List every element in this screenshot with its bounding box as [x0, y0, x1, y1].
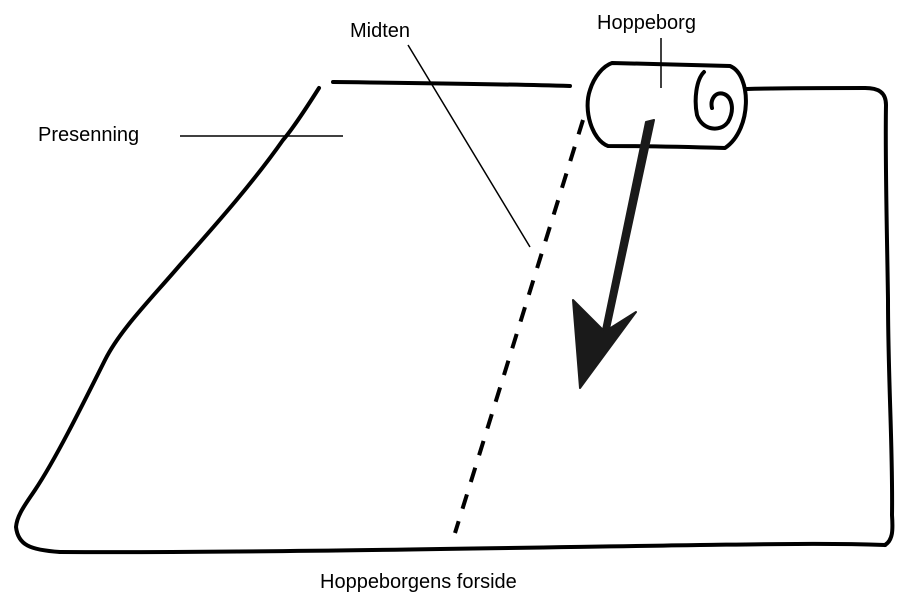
tarp-left-edge: [14, 86, 321, 554]
bouncy-castle-roll: [585, 61, 748, 150]
bouncy-castle-roll-spiral: [693, 70, 734, 131]
bouncy-castle-label: Hoppeborg: [597, 12, 696, 34]
tarp-top-edge-right: [745, 86, 867, 91]
tarp-label: Presenning: [38, 124, 140, 146]
middle-leader-line: [407, 44, 531, 248]
tarp-top-edge-left: [331, 80, 572, 88]
middle-label: Midten: [350, 20, 411, 42]
tarp-bottom-edge: [58, 541, 887, 555]
front-label: Hoppeborgens forside: [320, 571, 517, 593]
tarp-right-edge: [863, 86, 895, 547]
center-dashed-line: [453, 119, 585, 534]
roll-direction-arrow: [572, 119, 655, 389]
